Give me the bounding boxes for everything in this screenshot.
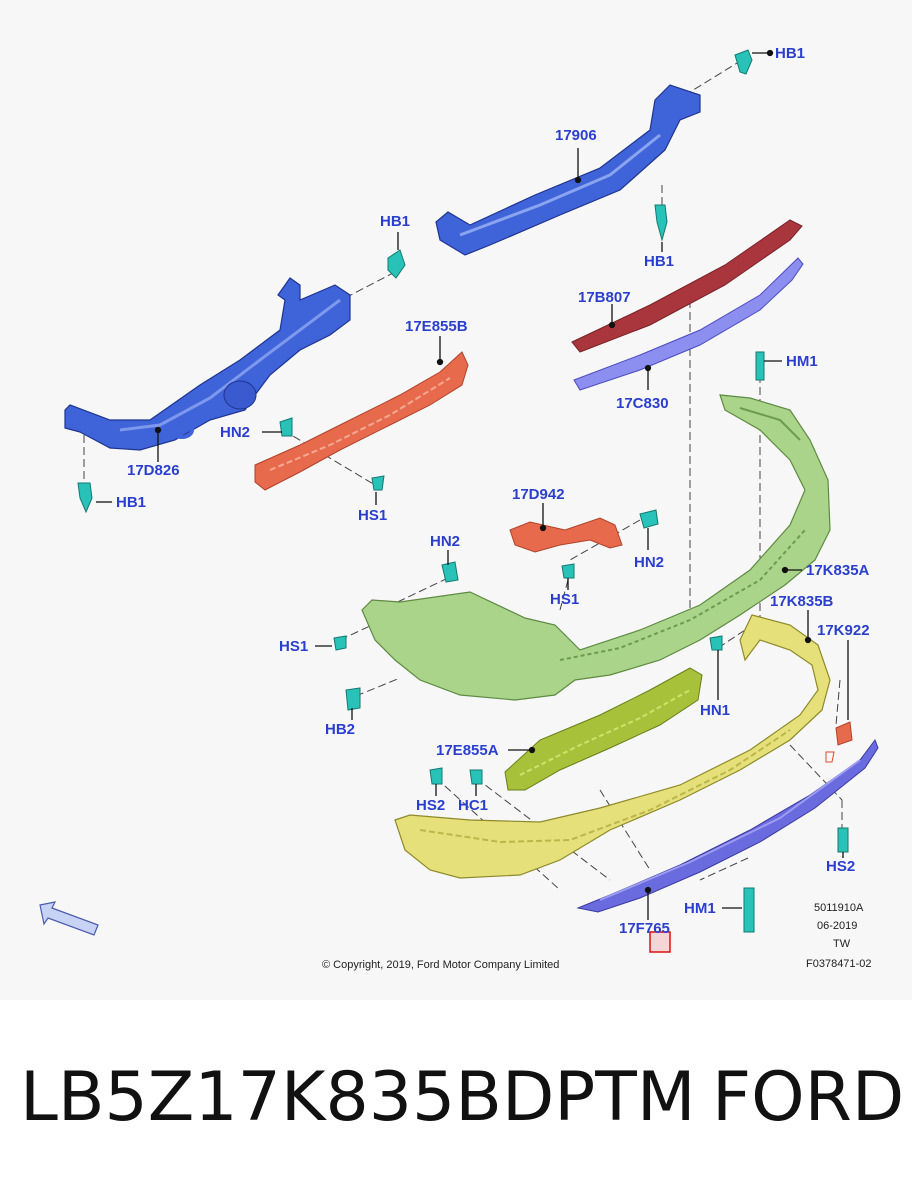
label-17d826: 17D826 <box>127 462 180 479</box>
trim-strip <box>573 257 804 391</box>
label-hn1: HN1 <box>700 702 731 719</box>
label-17b807: 17B807 <box>578 289 631 306</box>
step-pad <box>571 219 803 353</box>
tow-hitch <box>64 277 351 451</box>
label-hn2-right: HN2 <box>634 554 665 571</box>
fastener-hc1 <box>469 769 483 785</box>
fastener-hb1-left <box>387 249 406 279</box>
label-hs1-left: HS1 <box>279 638 309 655</box>
fastener-hn2-left <box>279 417 293 437</box>
part-highlight-box <box>649 931 671 953</box>
bumper-cover-upper <box>361 394 831 701</box>
label-17e855a: 17E855A <box>436 742 499 759</box>
leader-lines <box>96 49 849 920</box>
label-hb1-left: HB1 <box>380 213 411 230</box>
label-hb1-top: HB1 <box>775 45 806 62</box>
fastener-hb1-low <box>77 482 93 514</box>
fastener-hn2-right <box>639 509 659 529</box>
label-hs2-right: HS2 <box>826 858 856 875</box>
diagram-date: 06-2019 <box>817 920 858 932</box>
fastener-hm1-low <box>743 887 755 933</box>
skid-plate <box>576 738 879 913</box>
footer-banner <box>0 1000 912 1200</box>
fasteners <box>77 49 849 933</box>
label-17k835a: 17K835A <box>806 562 870 579</box>
diagram-artwork <box>39 49 879 953</box>
label-17906: 17906 <box>555 127 597 144</box>
parts-diagram: HB1 17906 HB1 HB1 17B807 HM1 17E855B HN2… <box>39 45 879 971</box>
fastener-hb1-top <box>734 49 753 75</box>
label-hb1-low: HB1 <box>116 494 147 511</box>
label-hm1-low: HM1 <box>684 900 716 917</box>
label-hc1: HC1 <box>458 797 489 814</box>
label-hs2-left: HS2 <box>416 797 446 814</box>
fastener-hs1-mid <box>561 563 575 579</box>
fastener-hs2-right <box>837 827 849 853</box>
diagram-region: TW <box>833 938 851 950</box>
label-17k922: 17K922 <box>817 622 870 639</box>
bracket-upper <box>254 351 469 491</box>
fastener-hb1-mid <box>654 204 668 242</box>
label-hn2-mid: HN2 <box>430 533 461 550</box>
fastener-hs2-left <box>429 767 443 785</box>
label-17d942: 17D942 <box>512 486 565 503</box>
fastener-hn2-mid <box>441 561 459 583</box>
label-17e855b: 17E855B <box>405 318 468 335</box>
label-hb2: HB2 <box>325 721 356 738</box>
label-hn2-left: HN2 <box>220 424 251 441</box>
diagram-code: 5011910A <box>814 902 864 914</box>
label-hm1-top: HM1 <box>786 353 818 370</box>
fastener-hm1-top <box>755 351 765 381</box>
bracket-small <box>509 517 623 553</box>
bumper-cover-lower <box>394 614 831 879</box>
label-17k835b: 17K835B <box>770 593 834 610</box>
orientation-arrow-icon <box>39 901 99 936</box>
fastener-hb2 <box>345 687 361 711</box>
label-17f765: 17F765 <box>619 920 670 937</box>
reflector-bracket <box>825 721 853 763</box>
label-17c830: 17C830 <box>616 395 669 412</box>
fastener-hs1-left <box>333 635 347 651</box>
label-hs1-mid: HS1 <box>550 591 580 608</box>
fastener-hn1 <box>709 635 723 651</box>
absorber-lower <box>504 667 703 791</box>
label-hs1-upper: HS1 <box>358 507 388 524</box>
figure-number: F0378471-02 <box>806 958 872 970</box>
fastener-hs1-upper <box>371 475 385 491</box>
part-number: LB5Z17K835BDPTM <box>20 1058 696 1137</box>
label-hb1-mid: HB1 <box>644 253 675 270</box>
copyright-notice: © Copyright, 2019, Ford Motor Company Li… <box>322 959 560 971</box>
brand-name: FORD <box>712 1058 905 1137</box>
reinforcement-beam-upper <box>435 84 701 256</box>
